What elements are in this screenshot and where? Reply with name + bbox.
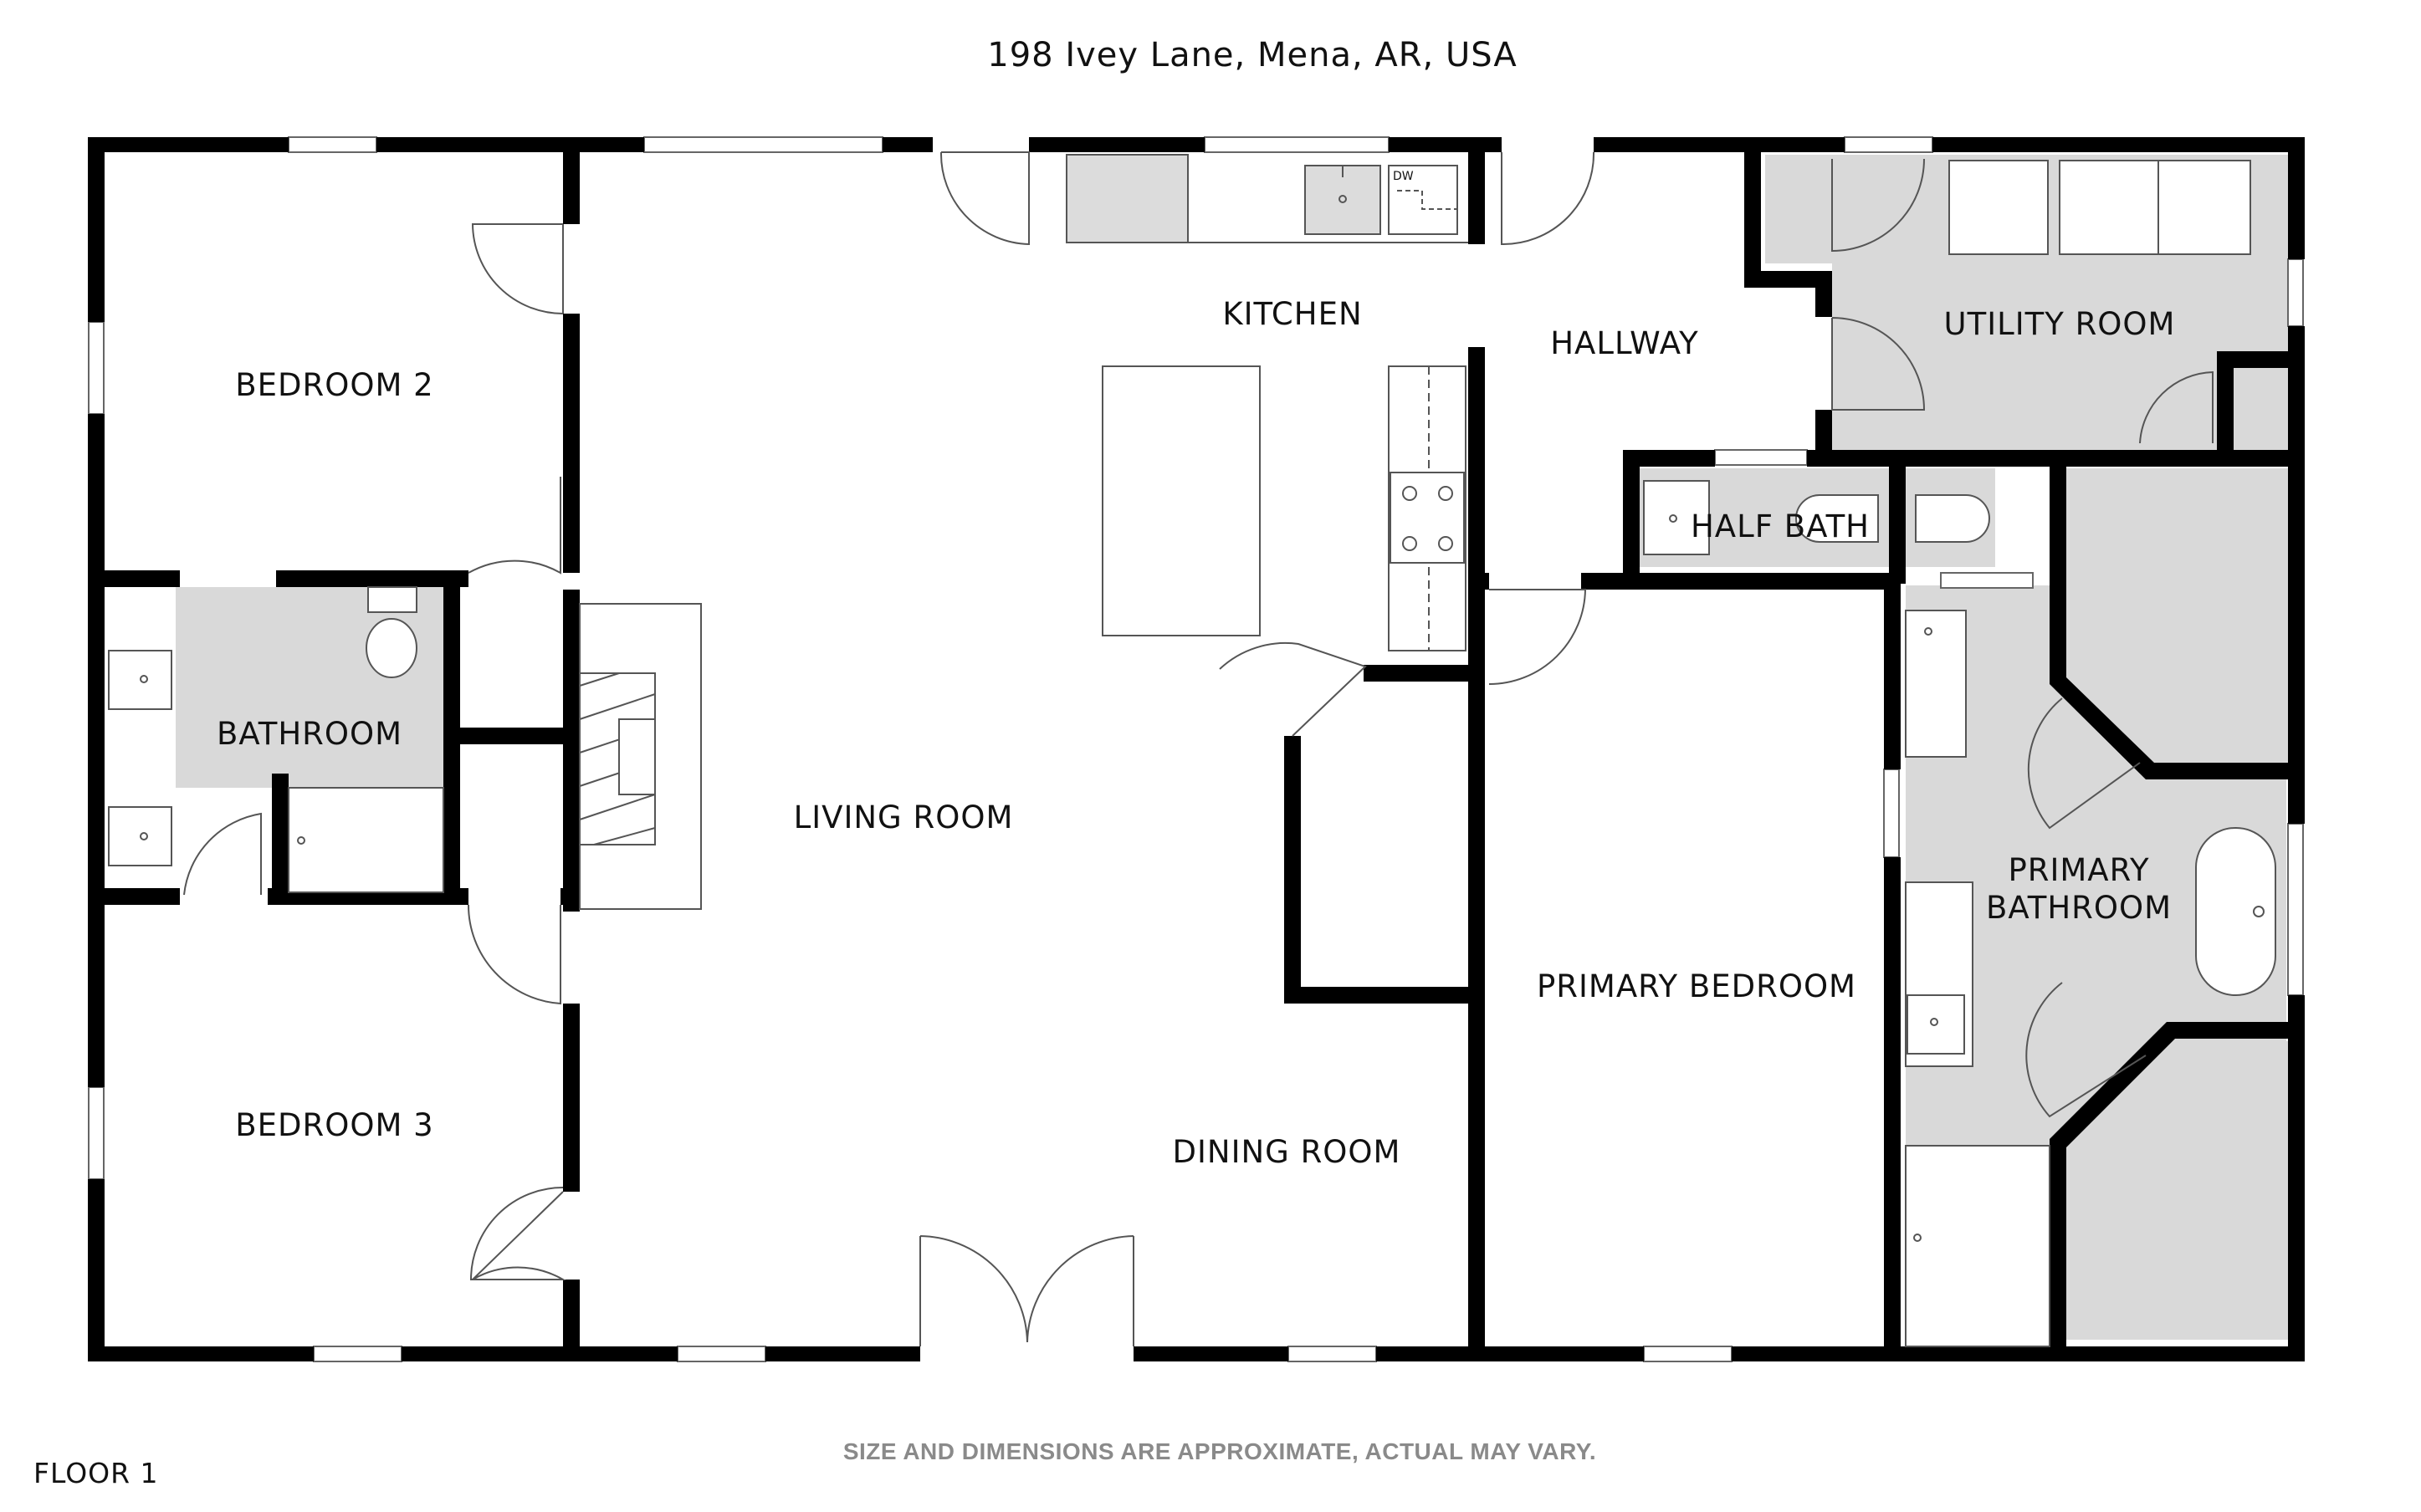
window xyxy=(1883,769,1900,858)
dryer xyxy=(2059,160,2159,255)
window xyxy=(1287,1346,1377,1362)
floor-label: FLOOR 1 xyxy=(33,1457,159,1489)
room-label-utility-room: UTILITY ROOM xyxy=(1944,306,2176,342)
shower xyxy=(1905,1145,2050,1347)
room-label-living-room: LIVING ROOM xyxy=(794,799,1014,835)
window xyxy=(1643,1346,1733,1362)
room-label-bedroom-3: BEDROOM 3 xyxy=(235,1107,433,1143)
bathroom-floor xyxy=(176,587,452,788)
room-label-primary-bathroom-line1: PRIMARY xyxy=(2008,852,2149,888)
window xyxy=(1714,449,1808,466)
cabinet xyxy=(2157,160,2251,255)
window xyxy=(2287,823,2304,996)
doors xyxy=(183,151,2214,1346)
window xyxy=(1844,136,1933,153)
window xyxy=(2287,258,2304,327)
shower xyxy=(288,787,444,893)
windows xyxy=(88,136,2304,1362)
disclaimer: SIZE AND DIMENSIONS ARE APPROXIMATE, ACT… xyxy=(843,1438,1596,1464)
dishwasher-label: DW xyxy=(1393,170,1414,183)
walls xyxy=(88,137,2305,1361)
window xyxy=(643,136,883,153)
property-address: 198 Ivey Lane, Mena, AR, USA xyxy=(987,36,1518,74)
closet-upper-right-floor xyxy=(2066,468,2288,778)
closet-lower-right-floor xyxy=(2066,1041,2288,1340)
room-label-primary-bathroom-line2: BATHROOM xyxy=(1986,890,2172,926)
toilet xyxy=(1795,494,1879,543)
cooktop xyxy=(1390,472,1465,564)
toilet-tank xyxy=(367,586,417,613)
room-labels: BEDROOM 2 BATHROOM BEDROOM 3 LIVING ROOM… xyxy=(217,296,2176,1170)
fixtures: DW xyxy=(108,154,2276,1347)
toilet xyxy=(1915,494,1990,543)
bathtub xyxy=(2195,827,2276,996)
window xyxy=(313,1346,402,1362)
toilet xyxy=(366,618,417,678)
room-label-bathroom: BATHROOM xyxy=(217,716,402,752)
window xyxy=(288,136,377,153)
window xyxy=(1204,136,1390,153)
room-label-dining-room: DINING ROOM xyxy=(1173,1134,1401,1170)
room-label-primary-bedroom: PRIMARY BEDROOM xyxy=(1537,968,1856,1004)
vanity xyxy=(1905,610,1967,758)
counter xyxy=(1066,154,1189,243)
room-label-half-bath: HALF BATH xyxy=(1691,508,1870,544)
kitchen-island xyxy=(1102,365,1261,636)
room-label-hallway: HALLWAY xyxy=(1550,325,1699,361)
utility-closet-floor xyxy=(1765,155,1832,263)
washer xyxy=(1948,160,2049,255)
window xyxy=(88,1086,105,1180)
window xyxy=(677,1346,766,1362)
room-label-bedroom-2: BEDROOM 2 xyxy=(235,367,433,403)
room-label-kitchen: KITCHEN xyxy=(1222,296,1362,332)
window xyxy=(1940,572,2034,589)
window xyxy=(88,321,105,415)
